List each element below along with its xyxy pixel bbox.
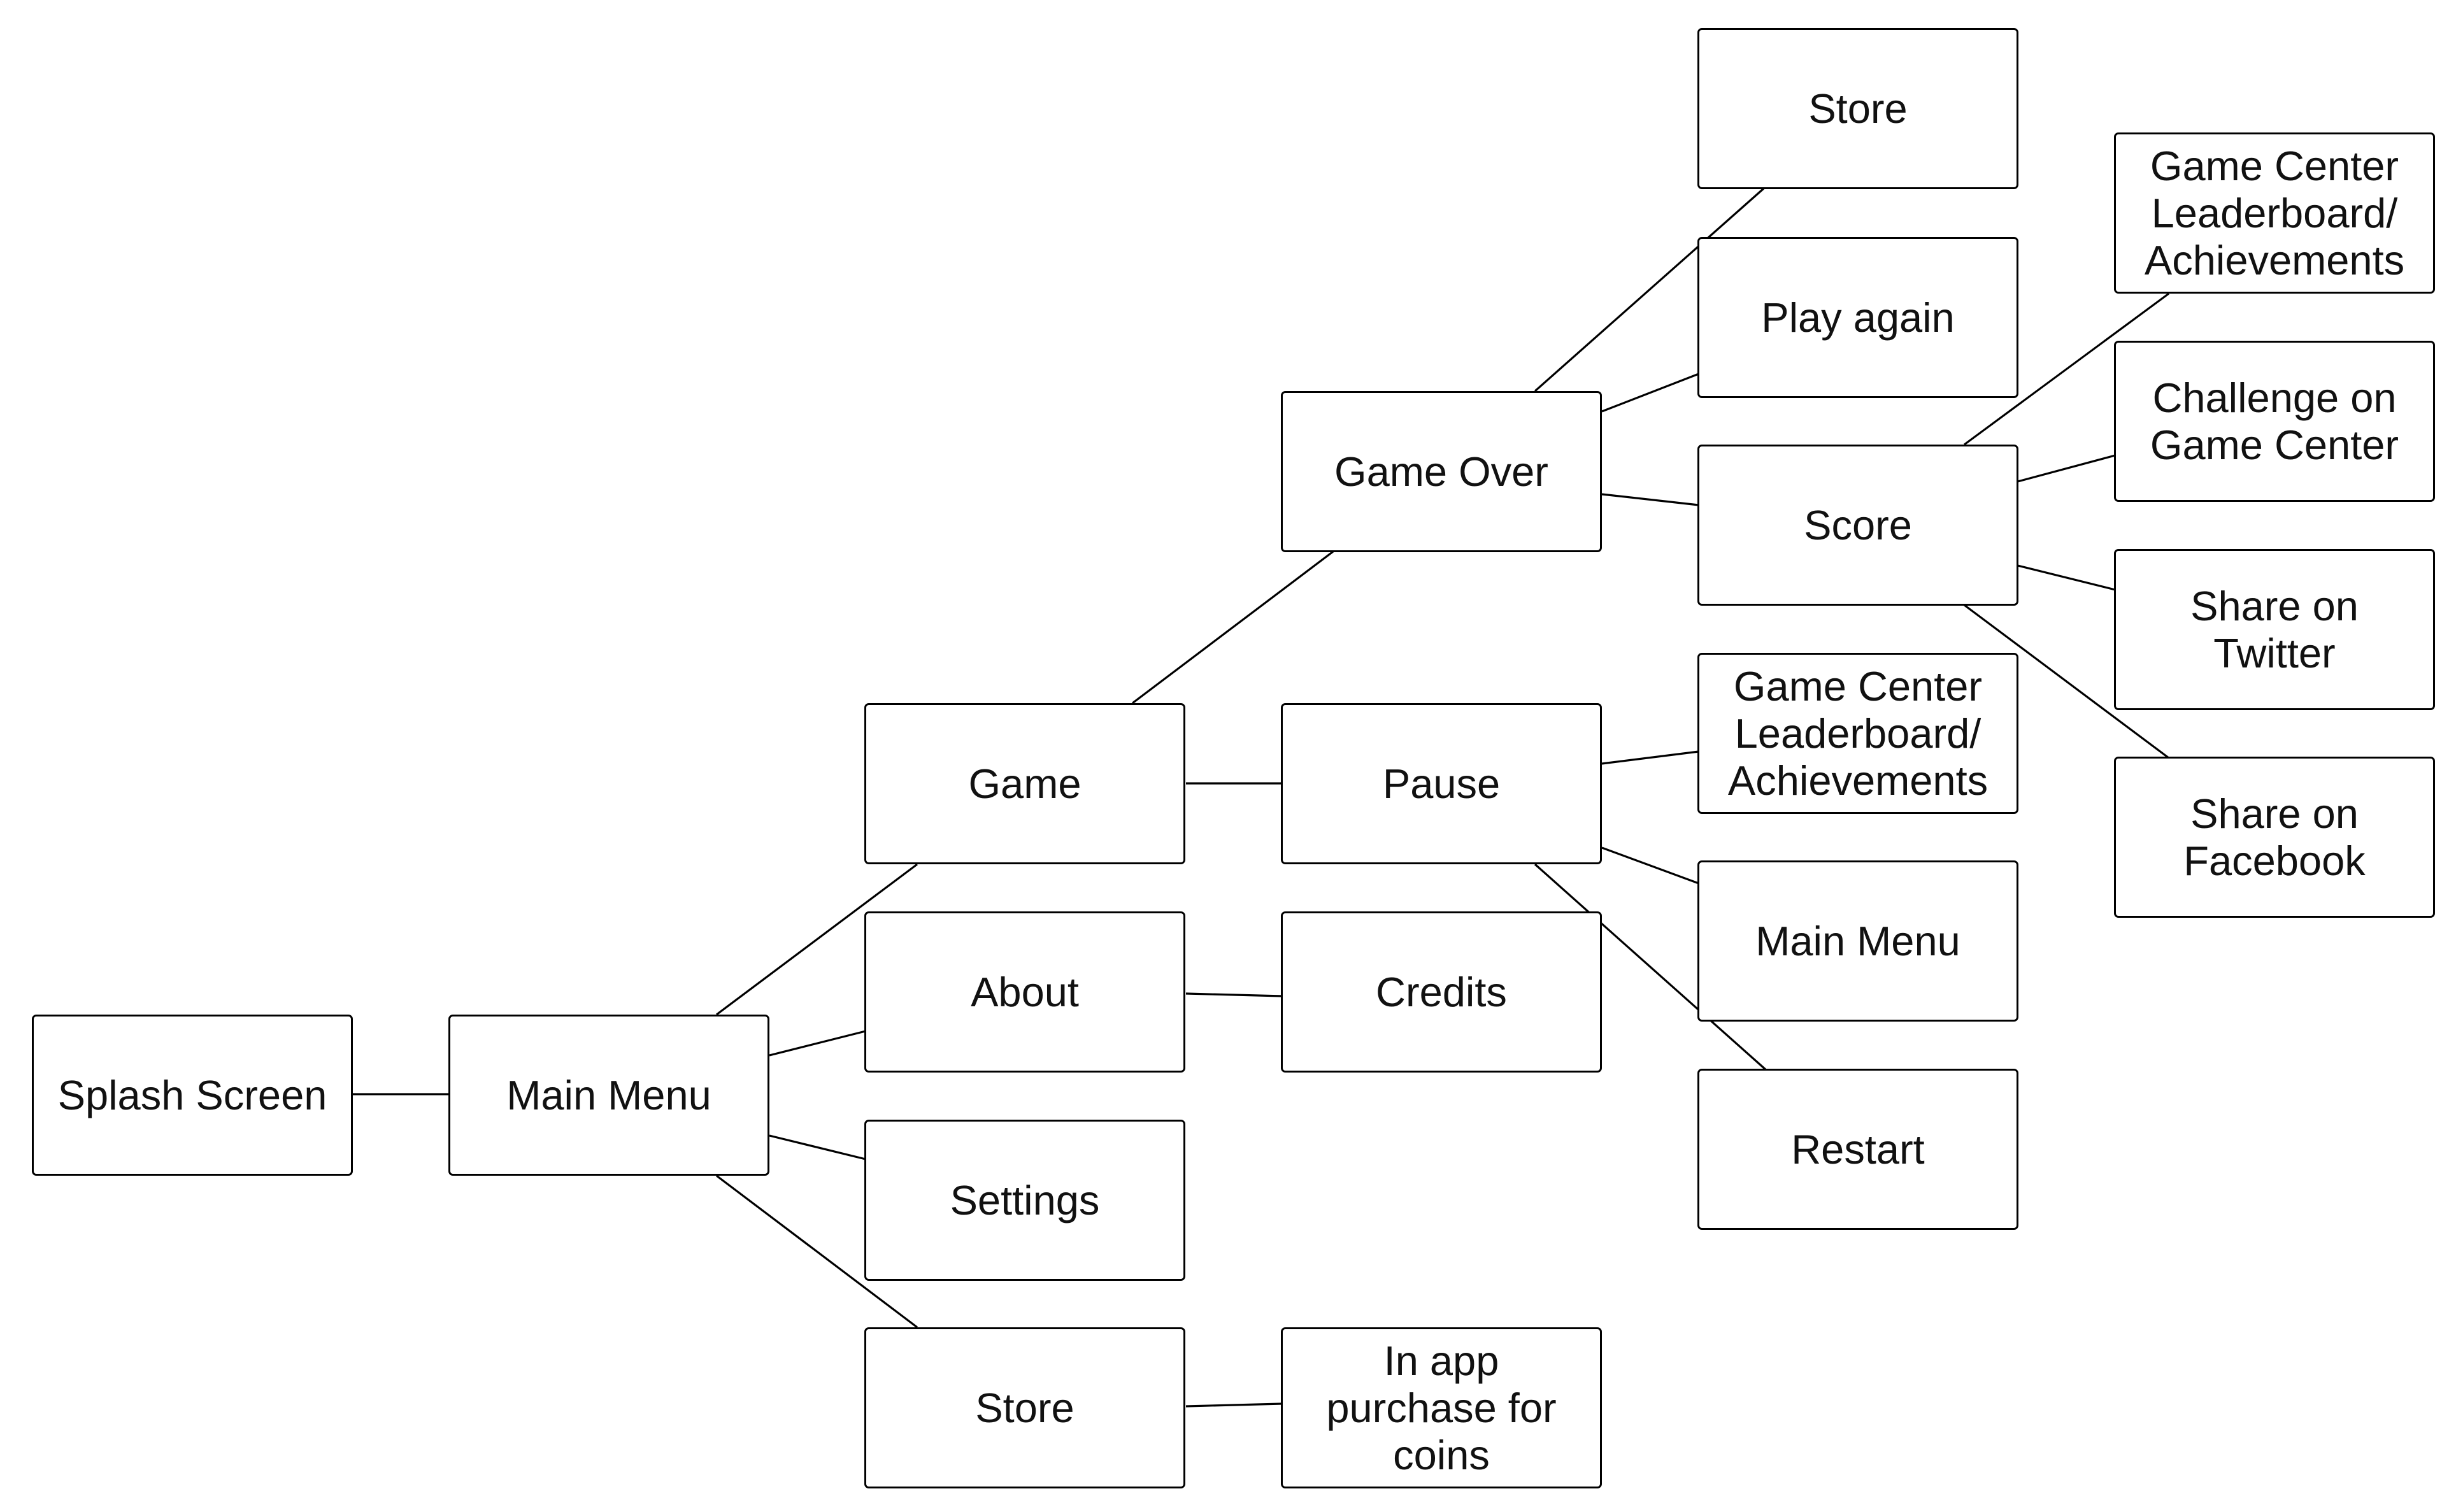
edge-game-game-over [1132,550,1334,704]
node-credits: Credits [1281,911,1602,1073]
node-about: About [864,911,1185,1073]
edge-main-menu-store [716,1174,918,1329]
node-splash-screen: Splash Screen [32,1015,353,1176]
edge-game-over-score [1601,493,1699,506]
node-share-facebook: Share on Facebook [2114,757,2435,918]
edge-store-iap [1185,1402,1283,1408]
edge-pause-restart [1534,863,1768,1072]
edge-game-over-store [1534,187,1765,392]
node-pause: Pause [1281,703,1602,864]
edge-main-menu-about [769,1030,866,1057]
node-in-app-purchase: In app purchase for coins [1281,1327,1602,1488]
node-game-over-store: Store [1697,28,2018,189]
edge-main-menu-settings [769,1134,866,1160]
edge-pause-main-menu [1601,846,1699,885]
node-pause-main-menu: Main Menu [1697,860,2018,1022]
node-settings: Settings [864,1120,1185,1281]
edge-game-over-play-again [1601,373,1699,413]
node-store: Store [864,1327,1185,1488]
edge-pause-gc [1601,750,1699,765]
edge-main-menu-game [716,863,918,1016]
edge-score-gc [1964,292,2169,446]
node-share-twitter: Share on Twitter [2114,549,2435,710]
node-pause-game-center: Game Center Leaderboard/ Achievements [1697,653,2018,814]
edge-score-twitter [2017,564,2116,591]
node-score: Score [1697,445,2018,606]
node-score-game-center: Game Center Leaderboard/ Achievements [2114,132,2435,294]
node-game-over: Game Over [1281,391,1602,552]
node-restart: Restart [1697,1069,2018,1230]
edge-about-credits [1185,992,1283,997]
edge-score-challenge [2017,454,2116,483]
node-main-menu: Main Menu [448,1015,769,1176]
node-game: Game [864,703,1185,864]
node-play-again: Play again [1697,237,2018,398]
node-challenge-game-center: Challenge on Game Center [2114,341,2435,502]
edge-score-facebook [1964,604,2169,759]
